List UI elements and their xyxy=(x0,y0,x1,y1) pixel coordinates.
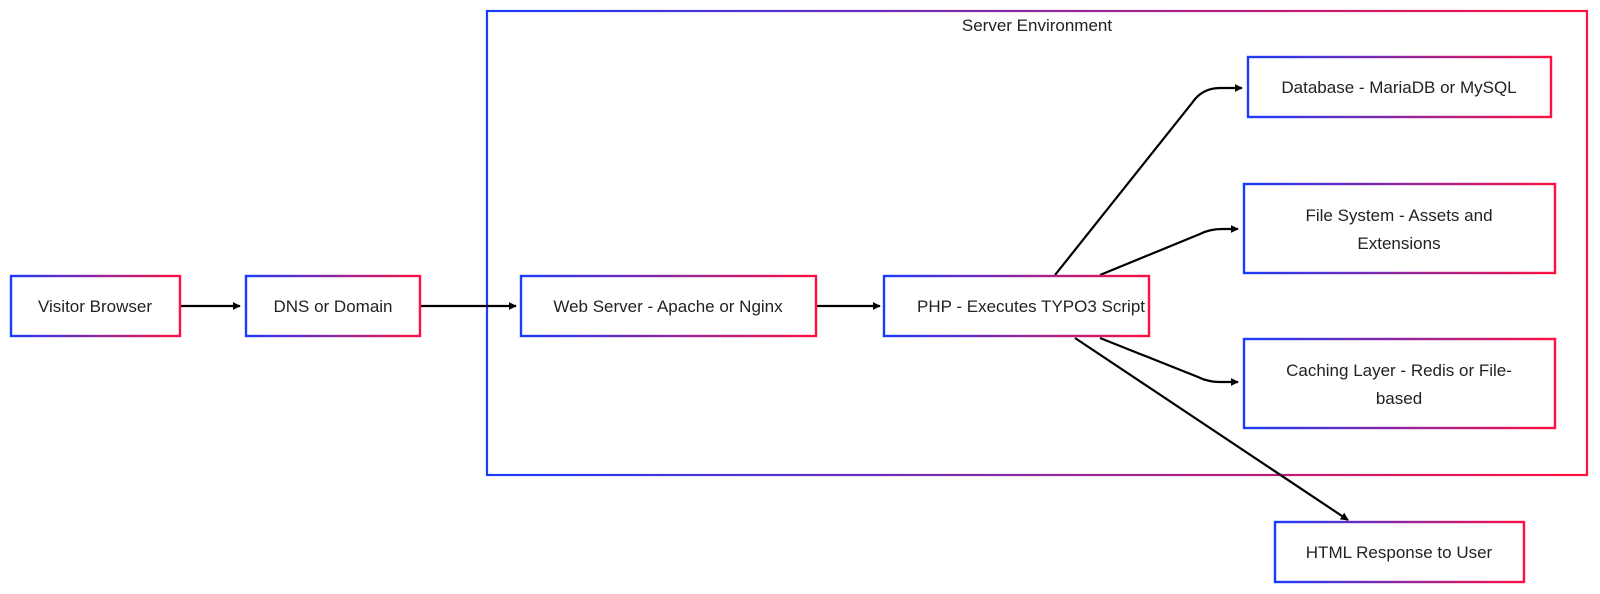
node-filesystem: File System - Assets and Extensions xyxy=(1242,182,1557,275)
node-filesystem-label-line2: Extensions xyxy=(1357,234,1440,253)
node-visitor-browser-box xyxy=(9,274,182,338)
node-caching-box xyxy=(1242,337,1557,430)
node-dns-box xyxy=(244,274,422,338)
node-html-response-box xyxy=(1273,520,1526,584)
node-html-response-label: HTML Response to User xyxy=(1306,543,1493,562)
edge-php-to-filesystem xyxy=(1099,225,1239,277)
server-environment-group: Server Environment xyxy=(485,9,1589,477)
edge-php-to-response xyxy=(1074,337,1349,521)
node-webserver-box xyxy=(519,274,818,338)
edge-php-to-database xyxy=(1054,84,1243,276)
node-filesystem-label-line1: File System - Assets and xyxy=(1305,206,1492,225)
node-caching: Caching Layer - Redis or File- based xyxy=(1242,337,1557,430)
node-caching-label-line1: Caching Layer - Redis or File- xyxy=(1286,361,1512,380)
node-dns: DNS or Domain xyxy=(244,274,422,338)
node-html-response: HTML Response to User xyxy=(1273,520,1526,584)
server-environment-label: Server Environment xyxy=(962,16,1113,35)
edges xyxy=(180,84,1349,521)
node-dns-label: DNS or Domain xyxy=(273,297,392,316)
node-php-label: PHP - Executes TYPO3 Script xyxy=(917,297,1145,316)
node-database: Database - MariaDB or MySQL xyxy=(1246,55,1553,119)
node-visitor-browser: Visitor Browser xyxy=(9,274,182,338)
node-database-box xyxy=(1246,55,1553,119)
node-webserver-label: Web Server - Apache or Nginx xyxy=(553,297,783,316)
edge-php-to-caching xyxy=(1099,336,1239,386)
node-php-box xyxy=(882,274,1151,338)
node-visitor-browser-label: Visitor Browser xyxy=(38,297,152,316)
node-webserver: Web Server - Apache or Nginx xyxy=(519,274,818,338)
server-environment-border xyxy=(485,9,1589,477)
node-filesystem-box xyxy=(1242,182,1557,275)
node-database-label: Database - MariaDB or MySQL xyxy=(1281,78,1516,97)
node-caching-label-line2: based xyxy=(1376,389,1422,408)
node-php: PHP - Executes TYPO3 Script xyxy=(882,274,1151,338)
